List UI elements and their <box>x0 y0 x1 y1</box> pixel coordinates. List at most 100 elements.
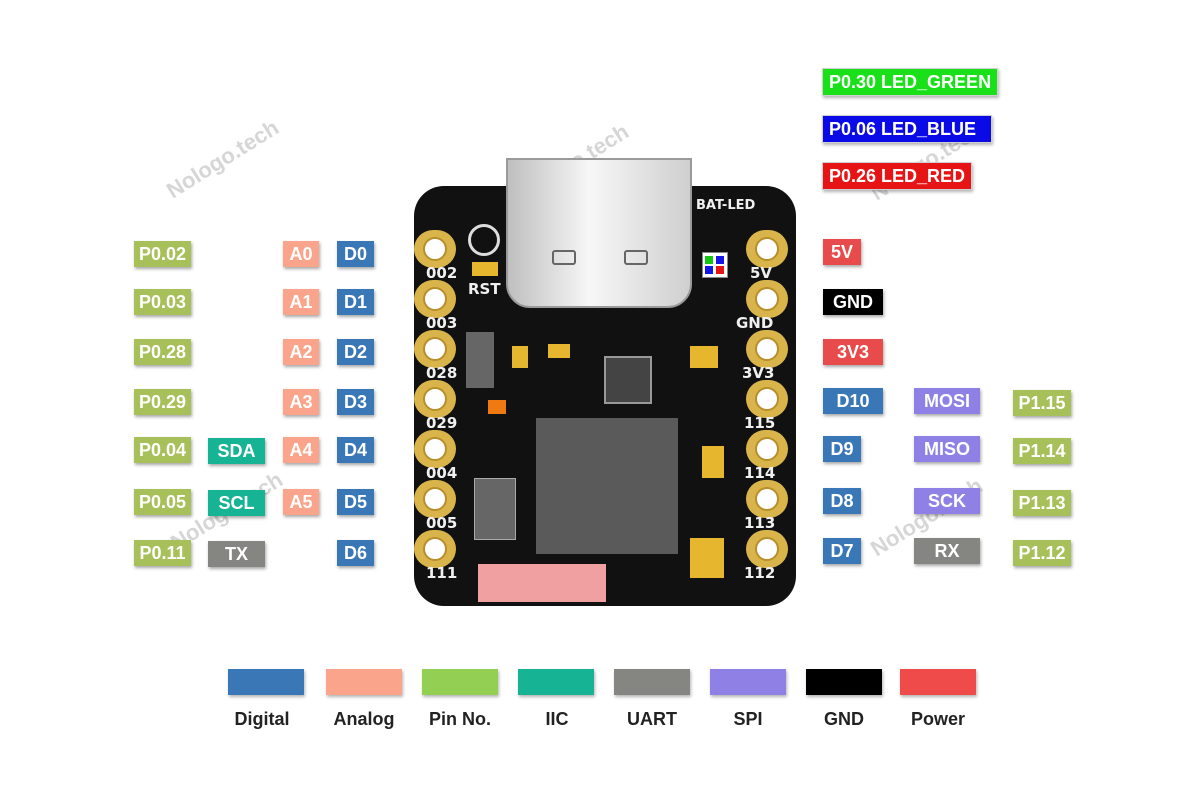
pad-right-4 <box>746 380 788 418</box>
pin-label-p113: P1.13 <box>1013 490 1071 516</box>
pin-label-p112: P1.12 <box>1013 540 1071 566</box>
pad-left-4 <box>414 380 456 418</box>
digital-d10-label: D10 <box>823 388 883 414</box>
bat-led-silk: BAT-LED <box>696 198 756 213</box>
spi-sck-label: SCK <box>914 488 980 514</box>
pin-label-p004: P0.04 <box>134 437 191 463</box>
digital-d9-label: D9 <box>823 436 861 462</box>
analog-a4-label: A4 <box>283 437 319 463</box>
rgb-led <box>702 252 728 278</box>
legend-label-power: Power <box>910 709 966 729</box>
legend-label-iic: IIC <box>545 709 569 729</box>
legend-swatch-uart <box>614 669 690 695</box>
legend-swatch-digital <box>228 669 304 695</box>
iic-sda-label: SDA <box>208 438 265 464</box>
uart-rx-label: RX <box>914 538 980 564</box>
small-chip-2 <box>466 332 494 388</box>
small-chip-3 <box>474 478 516 540</box>
board: RST BAT-LED 002 003 028 029 004 005 111 … <box>414 158 796 606</box>
analog-a5-label: A5 <box>283 489 319 515</box>
silk-right-7: 112 <box>744 564 776 582</box>
silk-right-2: GND <box>736 314 774 332</box>
silk-left-5: 004 <box>426 464 458 482</box>
legend-label-gnd: GND <box>824 709 864 729</box>
iic-scl-label: SCL <box>208 490 265 516</box>
watermark-1: Nologo.tech <box>162 114 284 204</box>
digital-d7-label: D7 <box>823 538 861 564</box>
pad-right-7 <box>746 530 788 568</box>
silk-left-3: 028 <box>426 364 458 382</box>
pad-right-1 <box>746 230 788 268</box>
pad-left-2 <box>414 280 456 318</box>
legend-swatch-spi <box>710 669 786 695</box>
pad-left-7 <box>414 530 456 568</box>
rst-silk: RST <box>468 280 501 298</box>
antenna <box>478 564 606 602</box>
power-3v3-label: 3V3 <box>823 339 883 365</box>
led-blue-label: P0.06 LED_BLUE <box>822 115 992 143</box>
led-red-label: P0.26 LED_RED <box>822 162 973 190</box>
legend-swatch-analog <box>326 669 402 695</box>
analog-a2-label: A2 <box>283 339 319 365</box>
silk-right-4: 115 <box>744 414 776 432</box>
digital-d3-label: D3 <box>337 389 374 415</box>
pin-label-p028: P0.28 <box>134 339 191 365</box>
pin-label-p115: P1.15 <box>1013 390 1071 416</box>
smd-2 <box>548 344 570 358</box>
pin-label-p011: P0.11 <box>134 540 191 566</box>
spi-miso-label: MISO <box>914 436 980 462</box>
analog-a1-label: A1 <box>283 289 319 315</box>
crystal <box>690 538 724 578</box>
legend-swatch-gnd <box>806 669 882 695</box>
reset-switch <box>472 262 498 276</box>
silk-right-6: 113 <box>744 514 776 532</box>
legend-swatch-power <box>900 669 976 695</box>
silk-right-3: 3V3 <box>742 364 775 382</box>
pin-label-p029: P0.29 <box>134 389 191 415</box>
digital-d4-label: D4 <box>337 437 374 463</box>
silk-left-2: 003 <box>426 314 458 332</box>
silk-right-5: 114 <box>744 464 776 482</box>
pad-right-6 <box>746 480 788 518</box>
legend-label-pin: Pin No. <box>429 709 491 729</box>
smd-3 <box>702 446 724 478</box>
legend-label-spi: SPI <box>733 709 763 729</box>
analog-a0-label: A0 <box>283 241 319 267</box>
small-chip-1 <box>604 356 652 404</box>
legend-label-uart: UART <box>627 709 677 729</box>
pad-left-5 <box>414 430 456 468</box>
pad-left-1 <box>414 230 456 268</box>
uart-tx-label: TX <box>208 541 265 567</box>
spi-mosi-label: MOSI <box>914 388 980 414</box>
legend-label-analog: Analog <box>333 709 395 729</box>
power-5v-label: 5V <box>823 239 861 265</box>
smd-4 <box>690 346 718 368</box>
legend-label-digital: Digital <box>234 709 290 729</box>
digital-d2-label: D2 <box>337 339 374 365</box>
pin-label-p003: P0.03 <box>134 289 191 315</box>
silk-left-4: 029 <box>426 414 458 432</box>
pad-right-3 <box>746 330 788 368</box>
led-green-label: P0.30 LED_GREEN <box>822 68 999 96</box>
pin-label-p005: P0.05 <box>134 489 191 515</box>
pin-label-p114: P1.14 <box>1013 438 1071 464</box>
digital-d6-label: D6 <box>337 540 374 566</box>
silk-left-6: 005 <box>426 514 458 532</box>
pad-right-2 <box>746 280 788 318</box>
digital-d8-label: D8 <box>823 488 861 514</box>
silk-left-1: 002 <box>426 264 458 282</box>
reset-button <box>468 224 500 256</box>
usb-c-connector <box>506 158 692 308</box>
main-chip <box>536 418 678 554</box>
analog-a3-label: A3 <box>283 389 319 415</box>
digital-d0-label: D0 <box>337 241 374 267</box>
gnd-label: GND <box>823 289 883 315</box>
legend-swatch-iic <box>518 669 594 695</box>
silk-right-1: 5V <box>750 264 773 282</box>
legend-swatch-pin <box>422 669 498 695</box>
pad-left-3 <box>414 330 456 368</box>
digital-d5-label: D5 <box>337 489 374 515</box>
silk-left-7: 111 <box>426 564 458 582</box>
orange-component <box>488 400 506 414</box>
pin-label-p002: P0.02 <box>134 241 191 267</box>
